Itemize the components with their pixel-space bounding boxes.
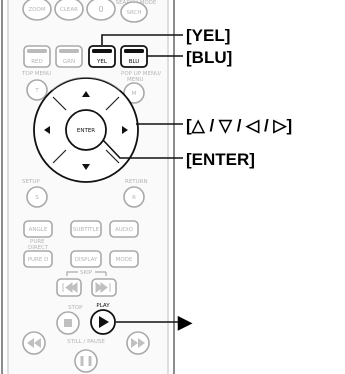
down-arrow-icon[interactable] [82, 164, 90, 170]
fast-forward-button[interactable] [126, 331, 150, 355]
grn-button[interactable]: GRN [55, 45, 83, 68]
still-pause-button[interactable] [74, 349, 98, 373]
right-arrow-icon[interactable] [122, 126, 128, 134]
stop-button[interactable] [56, 311, 80, 335]
setup-button[interactable]: S [26, 186, 48, 208]
return-key: R [132, 195, 136, 201]
left-arrow-icon[interactable] [44, 126, 50, 134]
popup-menu-label: POP UP MENU/ [121, 71, 161, 77]
skip-forward-button[interactable] [91, 278, 117, 297]
popup-menu-key: M [132, 91, 137, 97]
audio-button[interactable]: AUDIO [109, 220, 139, 238]
play-button[interactable] [90, 309, 116, 335]
yel-callout: [YEL] [186, 26, 230, 45]
pure-direct-label-line2: DIRECT [28, 245, 49, 251]
enter-button[interactable]: ENTER [65, 109, 107, 151]
pure-direct-label: PURE [30, 239, 45, 245]
blu-button-label: BLU [129, 59, 140, 65]
top-menu-button[interactable]: T [26, 79, 48, 101]
mode-button-label: MODE [116, 257, 133, 263]
return-label: RETURN [125, 179, 148, 185]
display-button-label: DISPLAY [75, 257, 98, 263]
setup-key: S [35, 195, 39, 201]
blu-button[interactable]: BLU [120, 45, 148, 68]
subtitle-button[interactable]: SUBTITLE [70, 220, 102, 238]
skip-label: SKIP [80, 270, 93, 276]
stop-icon [64, 319, 72, 327]
enter-button-label: ENTER [77, 128, 95, 134]
angle-button-label: ANGLE [29, 227, 48, 233]
setup-label: SETUP [22, 179, 40, 185]
direction-pad: ENTER [33, 77, 139, 183]
skip-forward-icon [95, 282, 111, 293]
zero-button[interactable]: 0 [86, 0, 116, 21]
skip-back-icon [62, 282, 78, 293]
pure-direct-button-label: PURE D [28, 257, 49, 263]
color-button-row: RED GRN YEL BLU [23, 45, 148, 68]
zoom-button[interactable]: ZOOM [22, 0, 52, 21]
red-button-label: RED [31, 59, 43, 65]
pure-direct-button[interactable]: PURE D [23, 250, 53, 268]
stop-label: STOP [68, 305, 83, 311]
display-button[interactable]: DISPLAY [70, 250, 102, 268]
pause-icon [80, 356, 92, 366]
srch-button[interactable]: SRCH [120, 1, 148, 23]
yel-button[interactable]: YEL [88, 45, 116, 68]
enter-callout: [ENTER] [186, 150, 255, 169]
blu-callout: [BLU] [186, 48, 232, 67]
audio-button-label: AUDIO [115, 227, 134, 233]
zoom-button-label: ZOOM [28, 7, 45, 13]
up-arrow-icon[interactable] [82, 91, 90, 97]
rewind-button[interactable] [22, 331, 46, 355]
subtitle-button-label: SUBTITLE [73, 227, 100, 233]
play-callout: ▶ [177, 312, 193, 332]
popup-menu-button[interactable]: M [123, 82, 145, 104]
play-icon [99, 316, 109, 328]
yel-button-label: YEL [96, 59, 108, 65]
still-pause-label: STILL / PAUSE [67, 339, 105, 345]
angle-button[interactable]: ANGLE [23, 220, 53, 238]
play-label: PLAY [96, 303, 110, 309]
skip-group: SKIP [56, 270, 117, 297]
pure-direct-row: PURE D DISPLAY MODE [23, 250, 139, 268]
arrows-callout: [△ / ▽ / ◁ / ▷] [186, 116, 292, 135]
srch-button-label: SRCH [126, 10, 141, 16]
fast-forward-icon [131, 338, 145, 348]
top-menu-label: TOP MENU [21, 71, 51, 77]
popup-menu-label-line2: MENU [127, 77, 143, 83]
red-button[interactable]: RED [23, 45, 51, 68]
top-button-row: ZOOM CLEAR 0 SEARCH MODE SRCH [22, 0, 157, 23]
grn-button-label: GRN [63, 59, 75, 65]
leader-lines [101, 34, 183, 323]
clear-button[interactable]: CLEAR [54, 0, 84, 21]
top-menu-key: T [34, 88, 39, 94]
zero-button-label: 0 [98, 5, 103, 14]
skip-back-button[interactable] [56, 278, 82, 297]
enter-leader-line [102, 139, 183, 159]
angle-button-row: ANGLE SUBTITLE AUDIO [23, 220, 139, 238]
clear-button-label: CLEAR [60, 7, 78, 13]
yel-leader-line [101, 34, 183, 45]
return-button[interactable]: R [123, 186, 145, 208]
mode-button[interactable]: MODE [109, 250, 139, 268]
rewind-icon [27, 338, 41, 348]
